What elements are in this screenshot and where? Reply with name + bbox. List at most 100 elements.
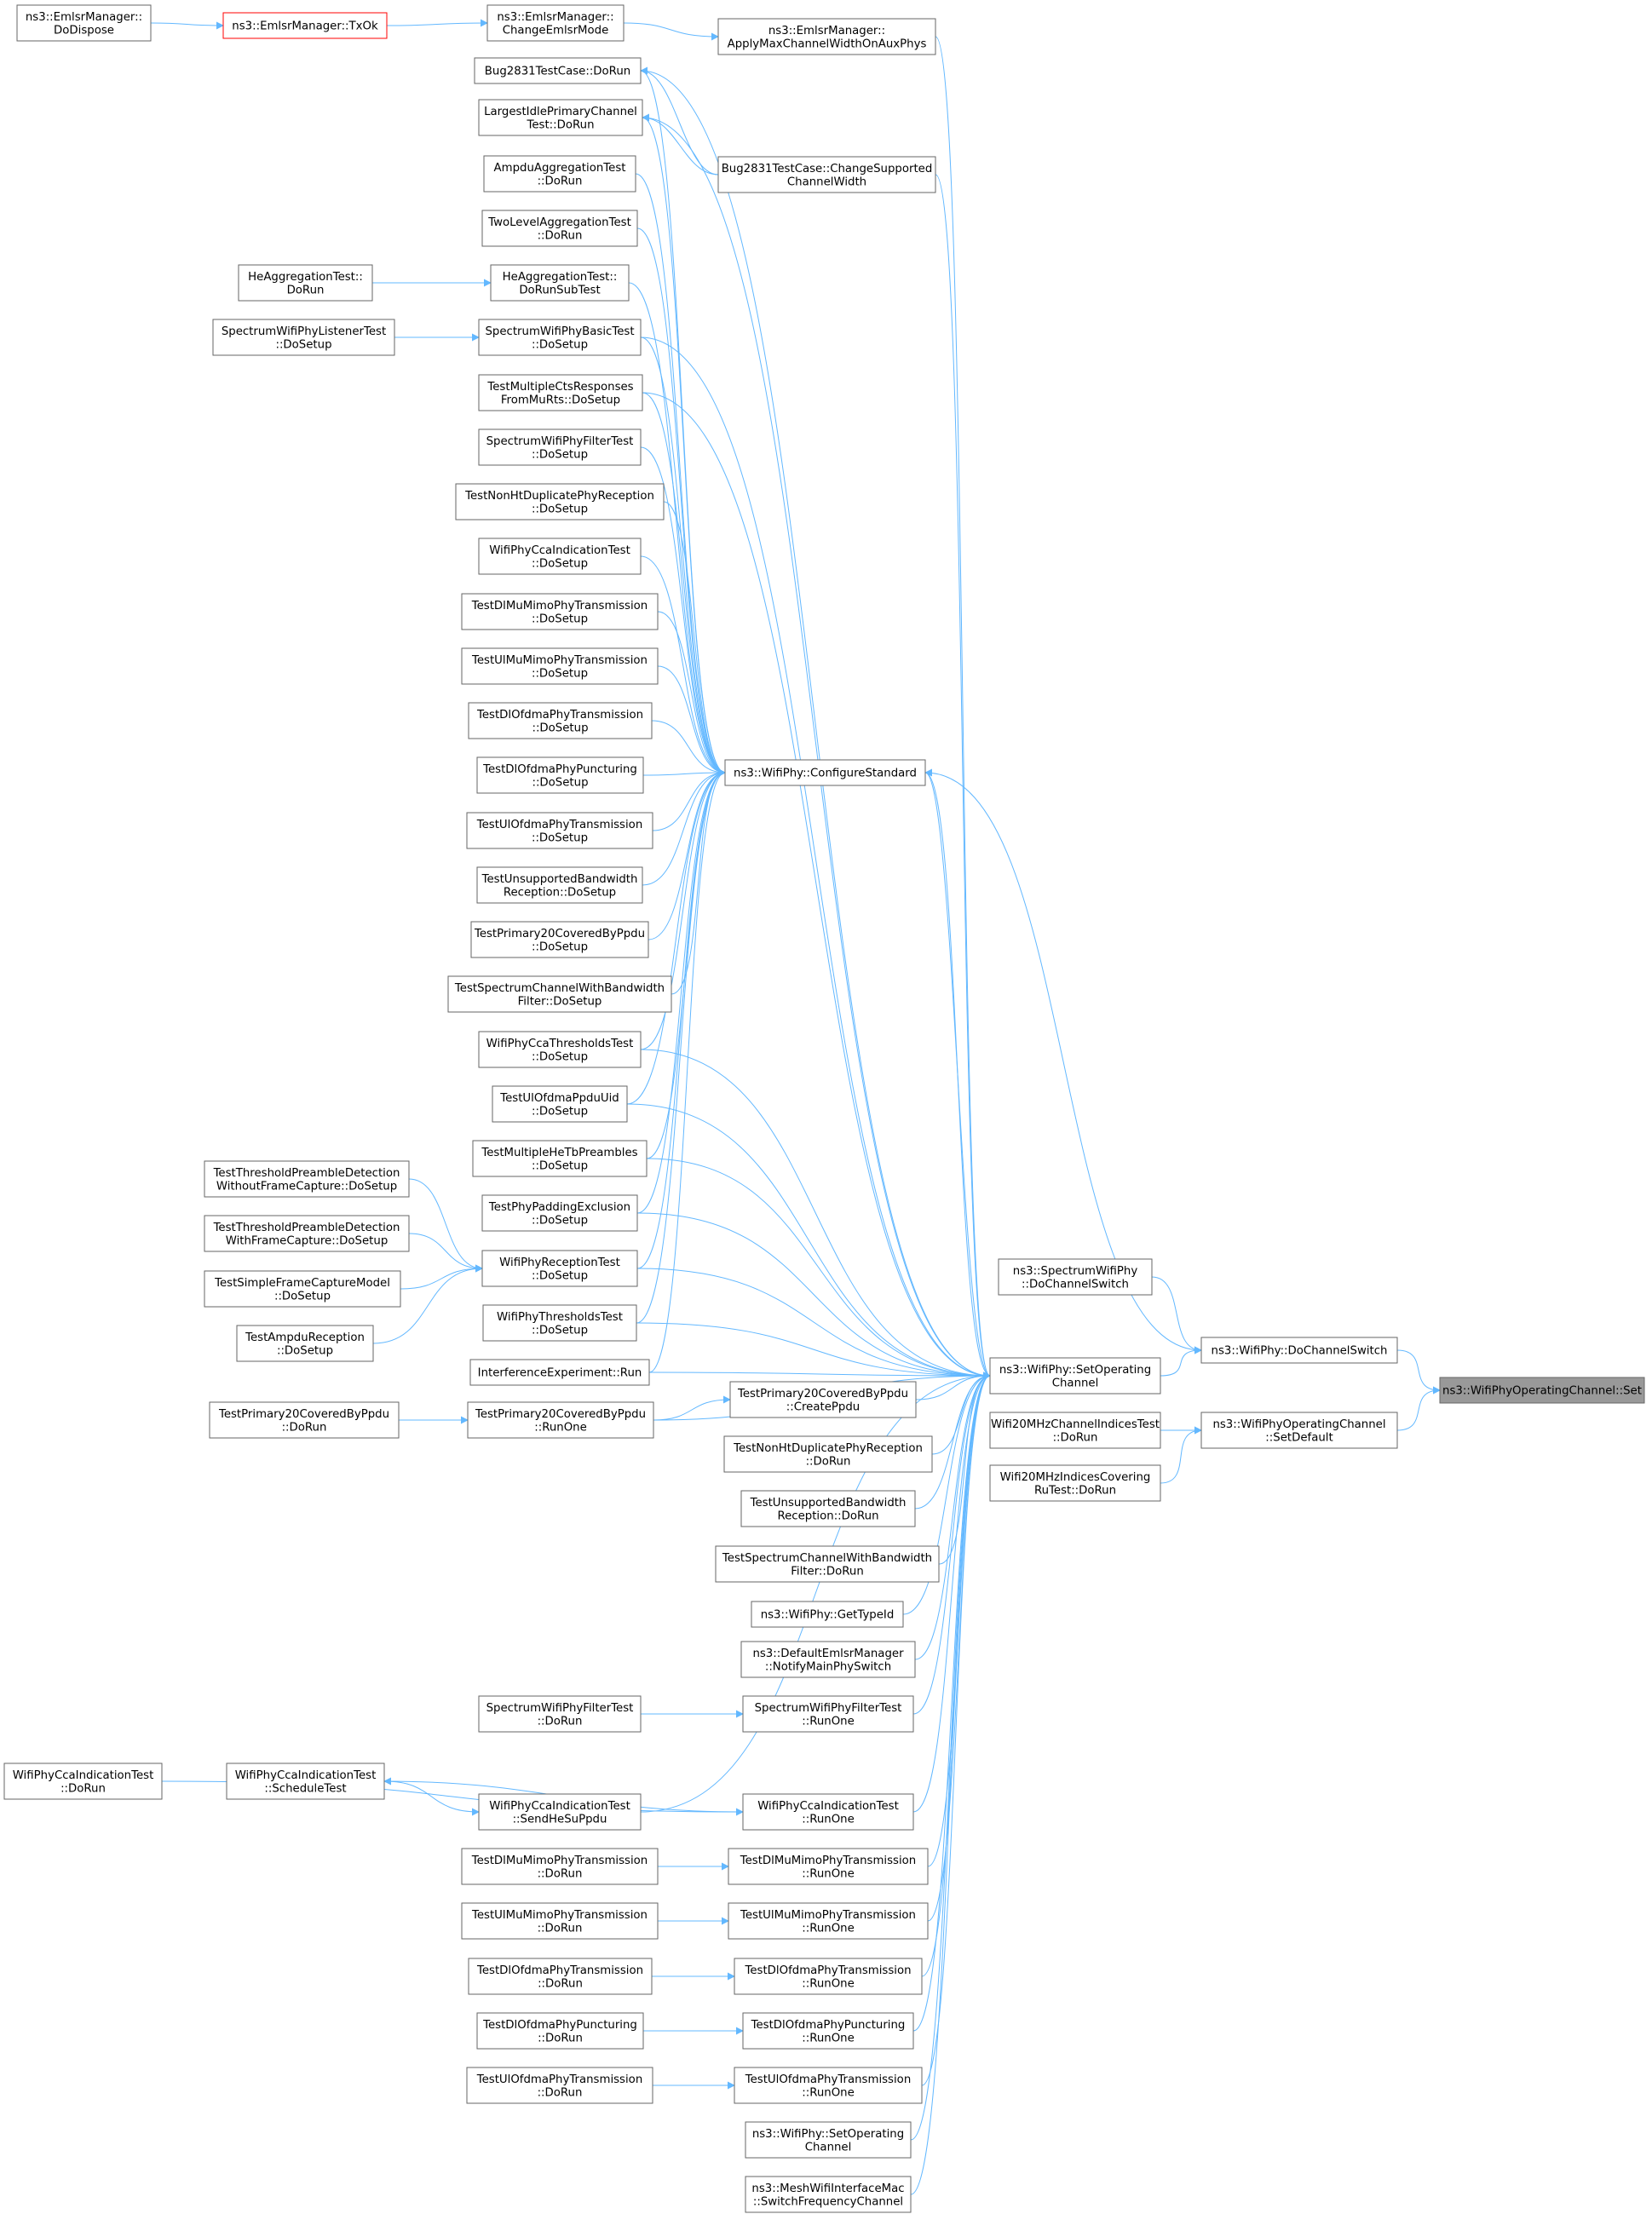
node-box[interactable] bbox=[989, 1357, 1161, 1395]
node-box[interactable] bbox=[1200, 1337, 1398, 1364]
node-box[interactable] bbox=[478, 428, 642, 466]
node-box[interactable] bbox=[745, 2121, 912, 2159]
node-testthresholdpreambledetectionwithoutframecapture-dosetup[interactable]: TestThresholdPreambleDetectionWithoutFra… bbox=[204, 1160, 410, 1198]
node-spectrumwifiphyfiltertest-dorun[interactable]: SpectrumWifiPhyFilterTest::DoRun bbox=[478, 1695, 642, 1733]
node-box[interactable] bbox=[474, 57, 642, 84]
node-testspectrumchannelwithbandwidthfilter-dorun[interactable]: TestSpectrumChannelWithBandwidthFilter::… bbox=[715, 1545, 940, 1583]
node-ns3-emlsrmanager-txok[interactable]: ns3::EmlsrManager::TxOk bbox=[222, 12, 388, 39]
node-testulmumimophytransmission-dosetup[interactable]: TestUlMuMimoPhyTransmission::DoSetup bbox=[461, 647, 659, 685]
node-wifi20mhzchannelindicestest-dorun[interactable]: Wifi20MHzChannelIndicesTest::DoRun bbox=[989, 1412, 1161, 1449]
node-spectrumwifiphyfiltertest-runone[interactable]: SpectrumWifiPhyFilterTest::RunOne bbox=[742, 1695, 914, 1733]
node-box[interactable] bbox=[16, 4, 152, 42]
node-box[interactable] bbox=[745, 2176, 912, 2213]
node-box[interactable] bbox=[447, 975, 672, 1013]
node-box[interactable] bbox=[729, 1381, 917, 1418]
node-box[interactable] bbox=[469, 1359, 650, 1386]
node-testdlmumimophytransmission-runone[interactable]: TestDlMuMimoPhyTransmission::RunOne bbox=[728, 1848, 929, 1885]
node-box[interactable] bbox=[470, 921, 649, 958]
node-box[interactable] bbox=[226, 1763, 385, 1800]
node-box[interactable] bbox=[3, 1763, 163, 1800]
node-testmultiplectsresponsesfrommurts-dosetup[interactable]: TestMultipleCtsResponsesFromMuRts::DoSet… bbox=[478, 374, 643, 411]
node-testthresholdpreambledetectionwithframecapture-dosetup[interactable]: TestThresholdPreambleDetectionWithFrameC… bbox=[204, 1215, 410, 1252]
node-box[interactable] bbox=[717, 18, 936, 55]
node-box[interactable] bbox=[1439, 1377, 1645, 1404]
node-box[interactable] bbox=[724, 759, 926, 786]
node-box[interactable] bbox=[472, 1140, 648, 1177]
node-testdlmumimophytransmission-dosetup[interactable]: TestDlMuMimoPhyTransmission::DoSetup bbox=[461, 593, 659, 630]
node-box[interactable] bbox=[461, 647, 659, 685]
node-wifiphyccaindicationtest-dosetup[interactable]: WifiPhyCcaIndicationTest::DoSetup bbox=[478, 538, 642, 575]
node-box[interactable] bbox=[468, 702, 653, 739]
node-box[interactable] bbox=[989, 1464, 1161, 1502]
node-testulofdmaphytransmission-runone[interactable]: TestUlOfdmaPhyTransmission::RunOne bbox=[734, 2067, 923, 2104]
node-box[interactable] bbox=[728, 1848, 929, 1885]
node-ns3-wifiphyoperatingchannel-set[interactable]: ns3::WifiPhyOperatingChannel::Set bbox=[1439, 1377, 1645, 1404]
node-box[interactable] bbox=[236, 1325, 374, 1362]
node-box[interactable] bbox=[212, 319, 395, 356]
node-ns3-wifiphy-configurestandard[interactable]: ns3::WifiPhy::ConfigureStandard bbox=[724, 759, 926, 786]
node-box[interactable] bbox=[467, 1401, 654, 1439]
node-box[interactable] bbox=[490, 264, 630, 302]
node-box[interactable] bbox=[466, 2067, 653, 2104]
node-box[interactable] bbox=[209, 1401, 400, 1439]
node-ns3-emlsrmanager-dodispose[interactable]: ns3::EmlsrManager::DoDispose bbox=[16, 4, 152, 42]
node-testsimpleframecapturemodel-dosetup[interactable]: TestSimpleFrameCaptureModel::DoSetup bbox=[204, 1270, 401, 1308]
node-box[interactable] bbox=[482, 1304, 637, 1342]
node-bug2831testcase-changesupportedchannelwidth[interactable]: Bug2831TestCase::ChangeSupportedChannelW… bbox=[717, 156, 936, 193]
node-wifiphyccaindicationtest-scheduletest[interactable]: WifiPhyCcaIndicationTest::ScheduleTest bbox=[226, 1763, 385, 1800]
node-box[interactable] bbox=[989, 1412, 1161, 1449]
node-box[interactable] bbox=[481, 210, 638, 247]
node-box[interactable] bbox=[734, 1958, 923, 1995]
node-box[interactable] bbox=[483, 155, 636, 193]
node-twolevelaggregationtest-dorun[interactable]: TwoLevelAggregationTest::DoRun bbox=[481, 210, 638, 247]
node-testnonhtduplicatephyreception-dosetup[interactable]: TestNonHtDuplicatePhyReception::DoSetup bbox=[455, 483, 665, 520]
node-box[interactable] bbox=[455, 483, 665, 520]
node-box[interactable] bbox=[476, 2012, 644, 2050]
node-ns3-wifiphyoperatingchannel-setdefault[interactable]: ns3::WifiPhyOperatingChannel::SetDefault bbox=[1200, 1412, 1398, 1449]
node-spectrumwifiphyfiltertest-dosetup[interactable]: SpectrumWifiPhyFilterTest::DoSetup bbox=[478, 428, 642, 466]
node-testdlofdmaphypuncturing-runone[interactable]: TestDlOfdmaPhyPuncturing::RunOne bbox=[742, 2012, 914, 2050]
node-spectrumwifiphybasictest-dosetup[interactable]: SpectrumWifiPhyBasicTest::DoSetup bbox=[478, 319, 642, 356]
node-box[interactable] bbox=[734, 2067, 923, 2104]
node-ns3-emlsrmanager-changeemlsrmode[interactable]: ns3::EmlsrManager::ChangeEmlsrMode bbox=[486, 4, 625, 42]
node-box[interactable] bbox=[742, 1793, 914, 1831]
node-box[interactable] bbox=[468, 1958, 653, 1995]
node-box[interactable] bbox=[461, 1902, 659, 1940]
node-testunsupportedbandwidthreception-dosetup[interactable]: TestUnsupportedBandwidthReception::DoSet… bbox=[476, 866, 643, 904]
node-ns3-meshwifiinterfacemac-switchfrequencychannel[interactable]: ns3::MeshWifiInterfaceMac::SwitchFrequen… bbox=[745, 2176, 912, 2213]
node-box[interactable] bbox=[478, 1793, 642, 1831]
node-spectrumwifiphylistenertest-dosetup[interactable]: SpectrumWifiPhyListenerTest::DoSetup bbox=[212, 319, 395, 356]
node-testdlofdmaphypuncturing-dorun[interactable]: TestDlOfdmaPhyPuncturing::DoRun bbox=[476, 2012, 644, 2050]
node-box[interactable] bbox=[723, 1435, 933, 1473]
node-wifiphyccaindicationtest-runone[interactable]: WifiPhyCcaIndicationTest::RunOne bbox=[742, 1793, 914, 1831]
node-box[interactable] bbox=[740, 1641, 916, 1678]
node-box[interactable] bbox=[478, 538, 642, 575]
node-testmultiplehetbpreambles-dosetup[interactable]: TestMultipleHeTbPreambles::DoSetup bbox=[472, 1140, 648, 1177]
node-box[interactable] bbox=[478, 99, 643, 136]
node-ns3-spectrumwifiphy-dochannelswitch[interactable]: ns3::SpectrumWifiPhy::DoChannelSwitch bbox=[998, 1258, 1153, 1296]
node-box[interactable] bbox=[204, 1160, 410, 1198]
node-testspectrumchannelwithbandwidthfilter-dosetup[interactable]: TestSpectrumChannelWithBandwidthFilter::… bbox=[447, 975, 672, 1013]
node-box[interactable] bbox=[478, 319, 642, 356]
node-wifiphyccaindicationtest-dorun[interactable]: WifiPhyCcaIndicationTest::DoRun bbox=[3, 1763, 163, 1800]
node-wifiphyccaindicationtest-sendhesuppdu[interactable]: WifiPhyCcaIndicationTest::SendHeSuPpdu bbox=[478, 1793, 642, 1831]
node-wifiphyreceptiontest-dosetup[interactable]: WifiPhyReceptionTest::DoSetup bbox=[481, 1250, 638, 1287]
node-ns3-defaultemlsrmanager-notifymainphyswitch[interactable]: ns3::DefaultEmlsrManager::NotifyMainPhyS… bbox=[740, 1641, 916, 1678]
node-box[interactable] bbox=[478, 374, 643, 411]
node-wifiphythresholdstest-dosetup[interactable]: WifiPhyThresholdsTest::DoSetup bbox=[482, 1304, 637, 1342]
node-box[interactable] bbox=[1200, 1412, 1398, 1449]
node-ns3-wifiphy-dochannelswitch[interactable]: ns3::WifiPhy::DoChannelSwitch bbox=[1200, 1337, 1398, 1364]
node-testdlofdmaphytransmission-dorun[interactable]: TestDlOfdmaPhyTransmission::DoRun bbox=[468, 1958, 653, 1995]
node-box[interactable] bbox=[476, 866, 643, 904]
node-ns3-wifiphy-gettypeid[interactable]: ns3::WifiPhy::GetTypeId bbox=[751, 1601, 904, 1628]
node-box[interactable] bbox=[742, 1695, 914, 1733]
node-bug2831testcase-dorun[interactable]: Bug2831TestCase::DoRun bbox=[474, 57, 642, 84]
node-testprimary20coveredbyppdu-createppdu[interactable]: TestPrimary20CoveredByPpdu::CreatePpdu bbox=[729, 1381, 917, 1418]
node-testampdureception-dosetup[interactable]: TestAmpduReception::DoSetup bbox=[236, 1325, 374, 1362]
node-box[interactable] bbox=[476, 756, 644, 794]
node-interferenceexperiment-run[interactable]: InterferenceExperiment::Run bbox=[469, 1359, 650, 1386]
